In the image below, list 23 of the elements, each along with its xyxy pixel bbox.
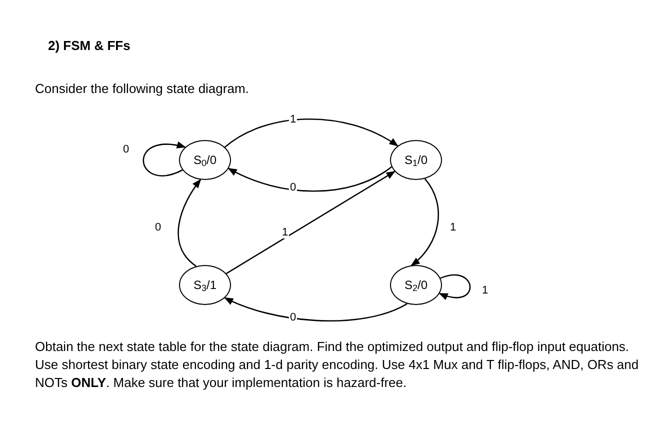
edge-label: 1 <box>288 114 298 126</box>
heading: 2) FSM & FFs <box>48 37 130 55</box>
edge-label: 0 <box>288 312 298 324</box>
edge-label: 0 <box>122 144 130 156</box>
edge-label: 1 <box>480 286 490 296</box>
state-ellipse: S$_{0}$/0 <box>179 140 231 180</box>
edge-label: 1 <box>448 222 458 234</box>
state-ellipse: S$_{3}$/1 <box>179 265 231 305</box>
edge-label: 0 <box>154 222 162 234</box>
transition-arrow <box>410 178 439 266</box>
edge-label: 1 <box>280 228 290 238</box>
transition-arrow <box>226 170 396 274</box>
transition-arrow <box>224 118 398 148</box>
transition-arrow <box>142 142 186 176</box>
task-paragraph: Obtain the next state table for the state diagram. Find the optimized output and flip-flop input equations. Use shortest binary state encoding and 1-d parity encoding. Use 4x1 Mux and T flip-flops, AND, ORs and NOTs ONLY. Make sure that your implementation is hazard-free. <box>35 338 640 392</box>
transition-arrow <box>438 274 471 300</box>
transition-arrow <box>224 297 408 322</box>
edge-label: 0 <box>288 182 298 194</box>
instruction-text: Consider the following state diagram. <box>35 80 249 98</box>
state-ellipse: S$_{2}$/0 <box>390 265 442 305</box>
state-ellipse: S$_{1}$/0 <box>390 140 442 180</box>
transition-arrow <box>178 178 202 267</box>
transition-arrow <box>228 166 392 192</box>
